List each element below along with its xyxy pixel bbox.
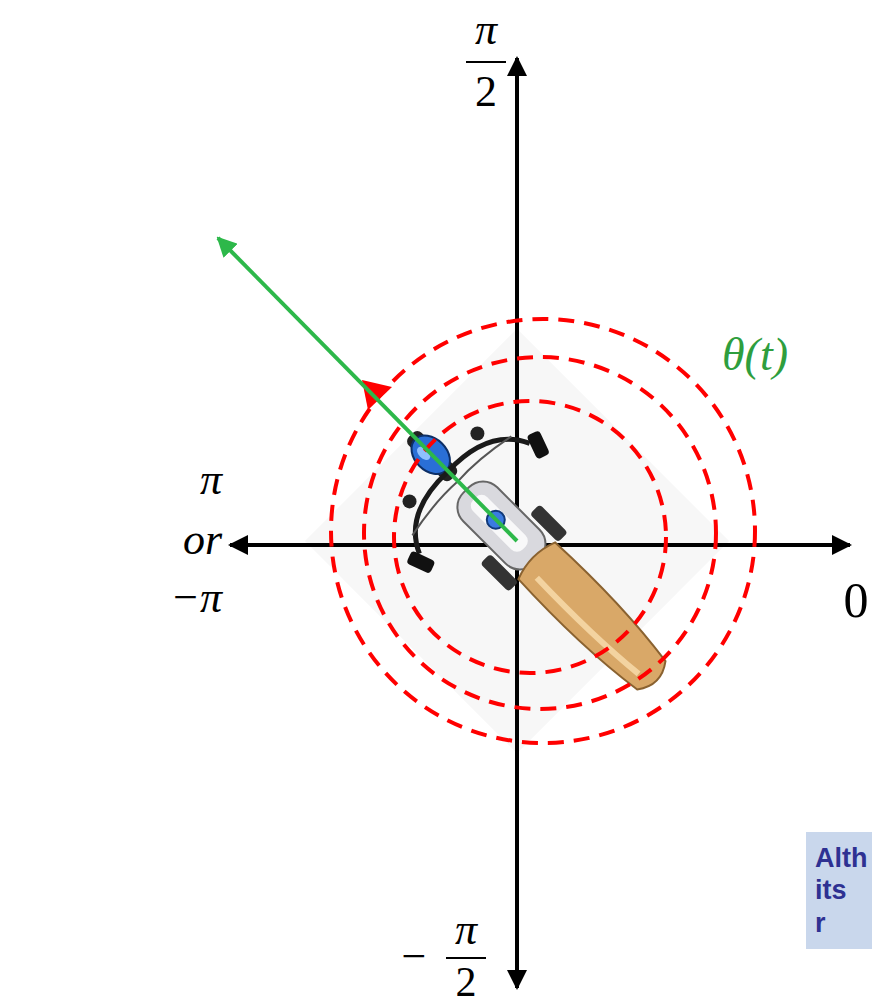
mirror — [468, 424, 488, 444]
angle-denominator: 2 — [456, 961, 477, 1003]
grip — [526, 430, 550, 459]
dashed-circle — [364, 357, 716, 709]
angle-denominator: 2 — [475, 70, 497, 114]
seat-highlight — [536, 575, 638, 677]
minus-sign: − — [402, 935, 427, 979]
rotation-arrowhead — [362, 380, 392, 410]
dashed-circle — [394, 401, 666, 673]
angle-numerator: π — [475, 8, 497, 52]
angle-numerator: π — [455, 908, 477, 952]
dashed-circle — [331, 319, 755, 743]
angle-symbol: θ(t) — [722, 332, 788, 378]
angle-label: −π — [170, 576, 222, 620]
note-box: Alth its r — [806, 832, 872, 949]
fraction-bar — [446, 957, 486, 959]
angle-label: 0 — [844, 575, 869, 625]
note-text: Alth its r — [815, 842, 863, 939]
angle-label: π — [200, 458, 222, 502]
grip — [406, 550, 435, 574]
fraction-bar — [466, 61, 506, 63]
seat — [514, 538, 676, 700]
rotation-circles — [331, 319, 755, 743]
angle-label: or — [183, 518, 222, 562]
heading-arrow — [218, 238, 517, 541]
